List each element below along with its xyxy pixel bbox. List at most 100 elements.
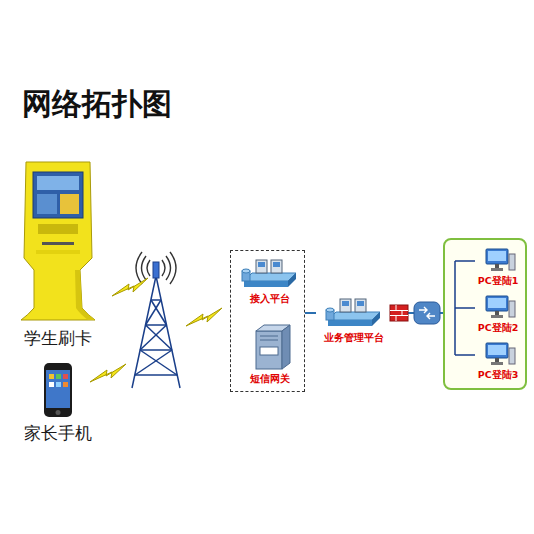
server-box xyxy=(355,299,366,312)
gateway-front xyxy=(256,331,282,369)
router-arrows xyxy=(419,307,435,319)
tower-brace xyxy=(146,325,173,350)
database-cylinder-top xyxy=(326,308,334,312)
pc-stand xyxy=(495,264,499,268)
kiosk-illustration xyxy=(18,158,98,323)
server-node: 短信网关 xyxy=(235,323,305,386)
phone-app xyxy=(49,374,54,379)
radio-wave xyxy=(136,252,142,284)
database-cylinder-top xyxy=(242,269,250,273)
tower-brace xyxy=(146,324,167,326)
phone-node: 家长手机 xyxy=(14,362,102,445)
platform-side xyxy=(372,312,380,326)
server-box xyxy=(256,260,267,273)
platform-top xyxy=(328,312,380,320)
node-label: 业务管理平台 xyxy=(316,331,392,345)
gateway-server-icon xyxy=(238,323,302,371)
pc-icon xyxy=(478,248,518,274)
lightning-bolt xyxy=(112,278,148,296)
server-box xyxy=(340,299,351,312)
tower-brace xyxy=(140,350,177,375)
lightning-bolt xyxy=(186,308,222,326)
radio-wave xyxy=(170,252,176,284)
pc-base xyxy=(491,268,503,271)
tower-brace xyxy=(140,349,172,351)
server-screen xyxy=(258,262,265,267)
server-screen xyxy=(342,301,349,306)
radio-wave xyxy=(162,260,165,276)
node-label: PC登陆1 xyxy=(467,275,529,288)
phone-app xyxy=(56,382,61,387)
pc-tower xyxy=(509,254,515,270)
platform-front xyxy=(244,281,288,287)
diagram-title: 网络拓扑图 xyxy=(22,84,172,125)
pc-monitor xyxy=(486,343,508,358)
connector xyxy=(305,312,316,314)
server-platform-icon xyxy=(322,296,386,330)
pc-node: PC登陆3 xyxy=(467,342,529,382)
radio-wave xyxy=(166,256,171,280)
bracket-line xyxy=(455,261,475,355)
tower-brace xyxy=(140,325,167,350)
node-label: 学生刷卡 xyxy=(14,327,102,350)
tower-brace xyxy=(146,300,162,325)
kiosk-screen-panel xyxy=(60,194,79,214)
tower-brace xyxy=(151,299,161,301)
tower-brace xyxy=(135,350,172,375)
platform-side xyxy=(288,273,296,287)
pc-base xyxy=(491,362,503,365)
firewall-icon xyxy=(390,305,408,321)
phone-app xyxy=(56,374,61,379)
firewall-wall xyxy=(390,305,408,321)
node-label: PC登陆2 xyxy=(467,322,529,335)
server-screen xyxy=(357,301,364,306)
phone-illustration xyxy=(43,362,73,418)
gateway-side xyxy=(282,325,290,369)
phone-button xyxy=(56,410,61,415)
client-group: PC登陆1PC登陆2PC登陆3 xyxy=(443,238,527,390)
router-body xyxy=(414,302,440,324)
radio-waves xyxy=(136,252,176,284)
phone-app xyxy=(49,382,54,387)
tower-antenna xyxy=(153,262,159,278)
kiosk-node: 学生刷卡 xyxy=(14,158,102,350)
radio-tower xyxy=(132,276,180,388)
phone-app xyxy=(63,374,68,379)
pc-node: PC登陆1 xyxy=(467,248,529,288)
pc-screen xyxy=(488,251,506,261)
phone-app xyxy=(63,382,68,387)
router-icon xyxy=(414,302,440,324)
pc-stand xyxy=(495,358,499,362)
node-label: PC登陆3 xyxy=(467,369,529,382)
kiosk-keypad xyxy=(38,224,78,234)
pc-screen xyxy=(488,298,506,308)
lightning-bolt xyxy=(90,364,126,382)
gateway-label xyxy=(260,347,278,355)
server-node: 业务管理平台 xyxy=(316,296,392,345)
server-platform-icon xyxy=(238,257,302,291)
node-label: 接入平台 xyxy=(235,292,305,306)
pc-icon xyxy=(478,295,518,321)
platform-top xyxy=(244,273,296,281)
kiosk-screen-banner xyxy=(37,176,79,190)
pc-base xyxy=(491,315,503,318)
pc-node: PC登陆2 xyxy=(467,295,529,335)
firewall-bricks xyxy=(390,305,408,321)
pc-tower xyxy=(509,348,515,364)
radio-wave xyxy=(142,256,147,280)
kiosk-card-slot xyxy=(42,242,74,245)
tower-brace xyxy=(135,374,177,376)
phone-body xyxy=(44,363,72,417)
pc-tower xyxy=(509,301,515,317)
server-node: 接入平台 xyxy=(235,257,305,306)
kiosk-body xyxy=(21,162,95,320)
pc-stand xyxy=(495,311,499,315)
gateway-vents xyxy=(260,336,278,340)
kiosk-shade xyxy=(75,270,95,320)
pc-monitor xyxy=(486,249,508,264)
server-box xyxy=(271,260,282,273)
platform-front xyxy=(328,320,372,326)
pc-screen xyxy=(488,345,506,355)
pc-monitor xyxy=(486,296,508,311)
